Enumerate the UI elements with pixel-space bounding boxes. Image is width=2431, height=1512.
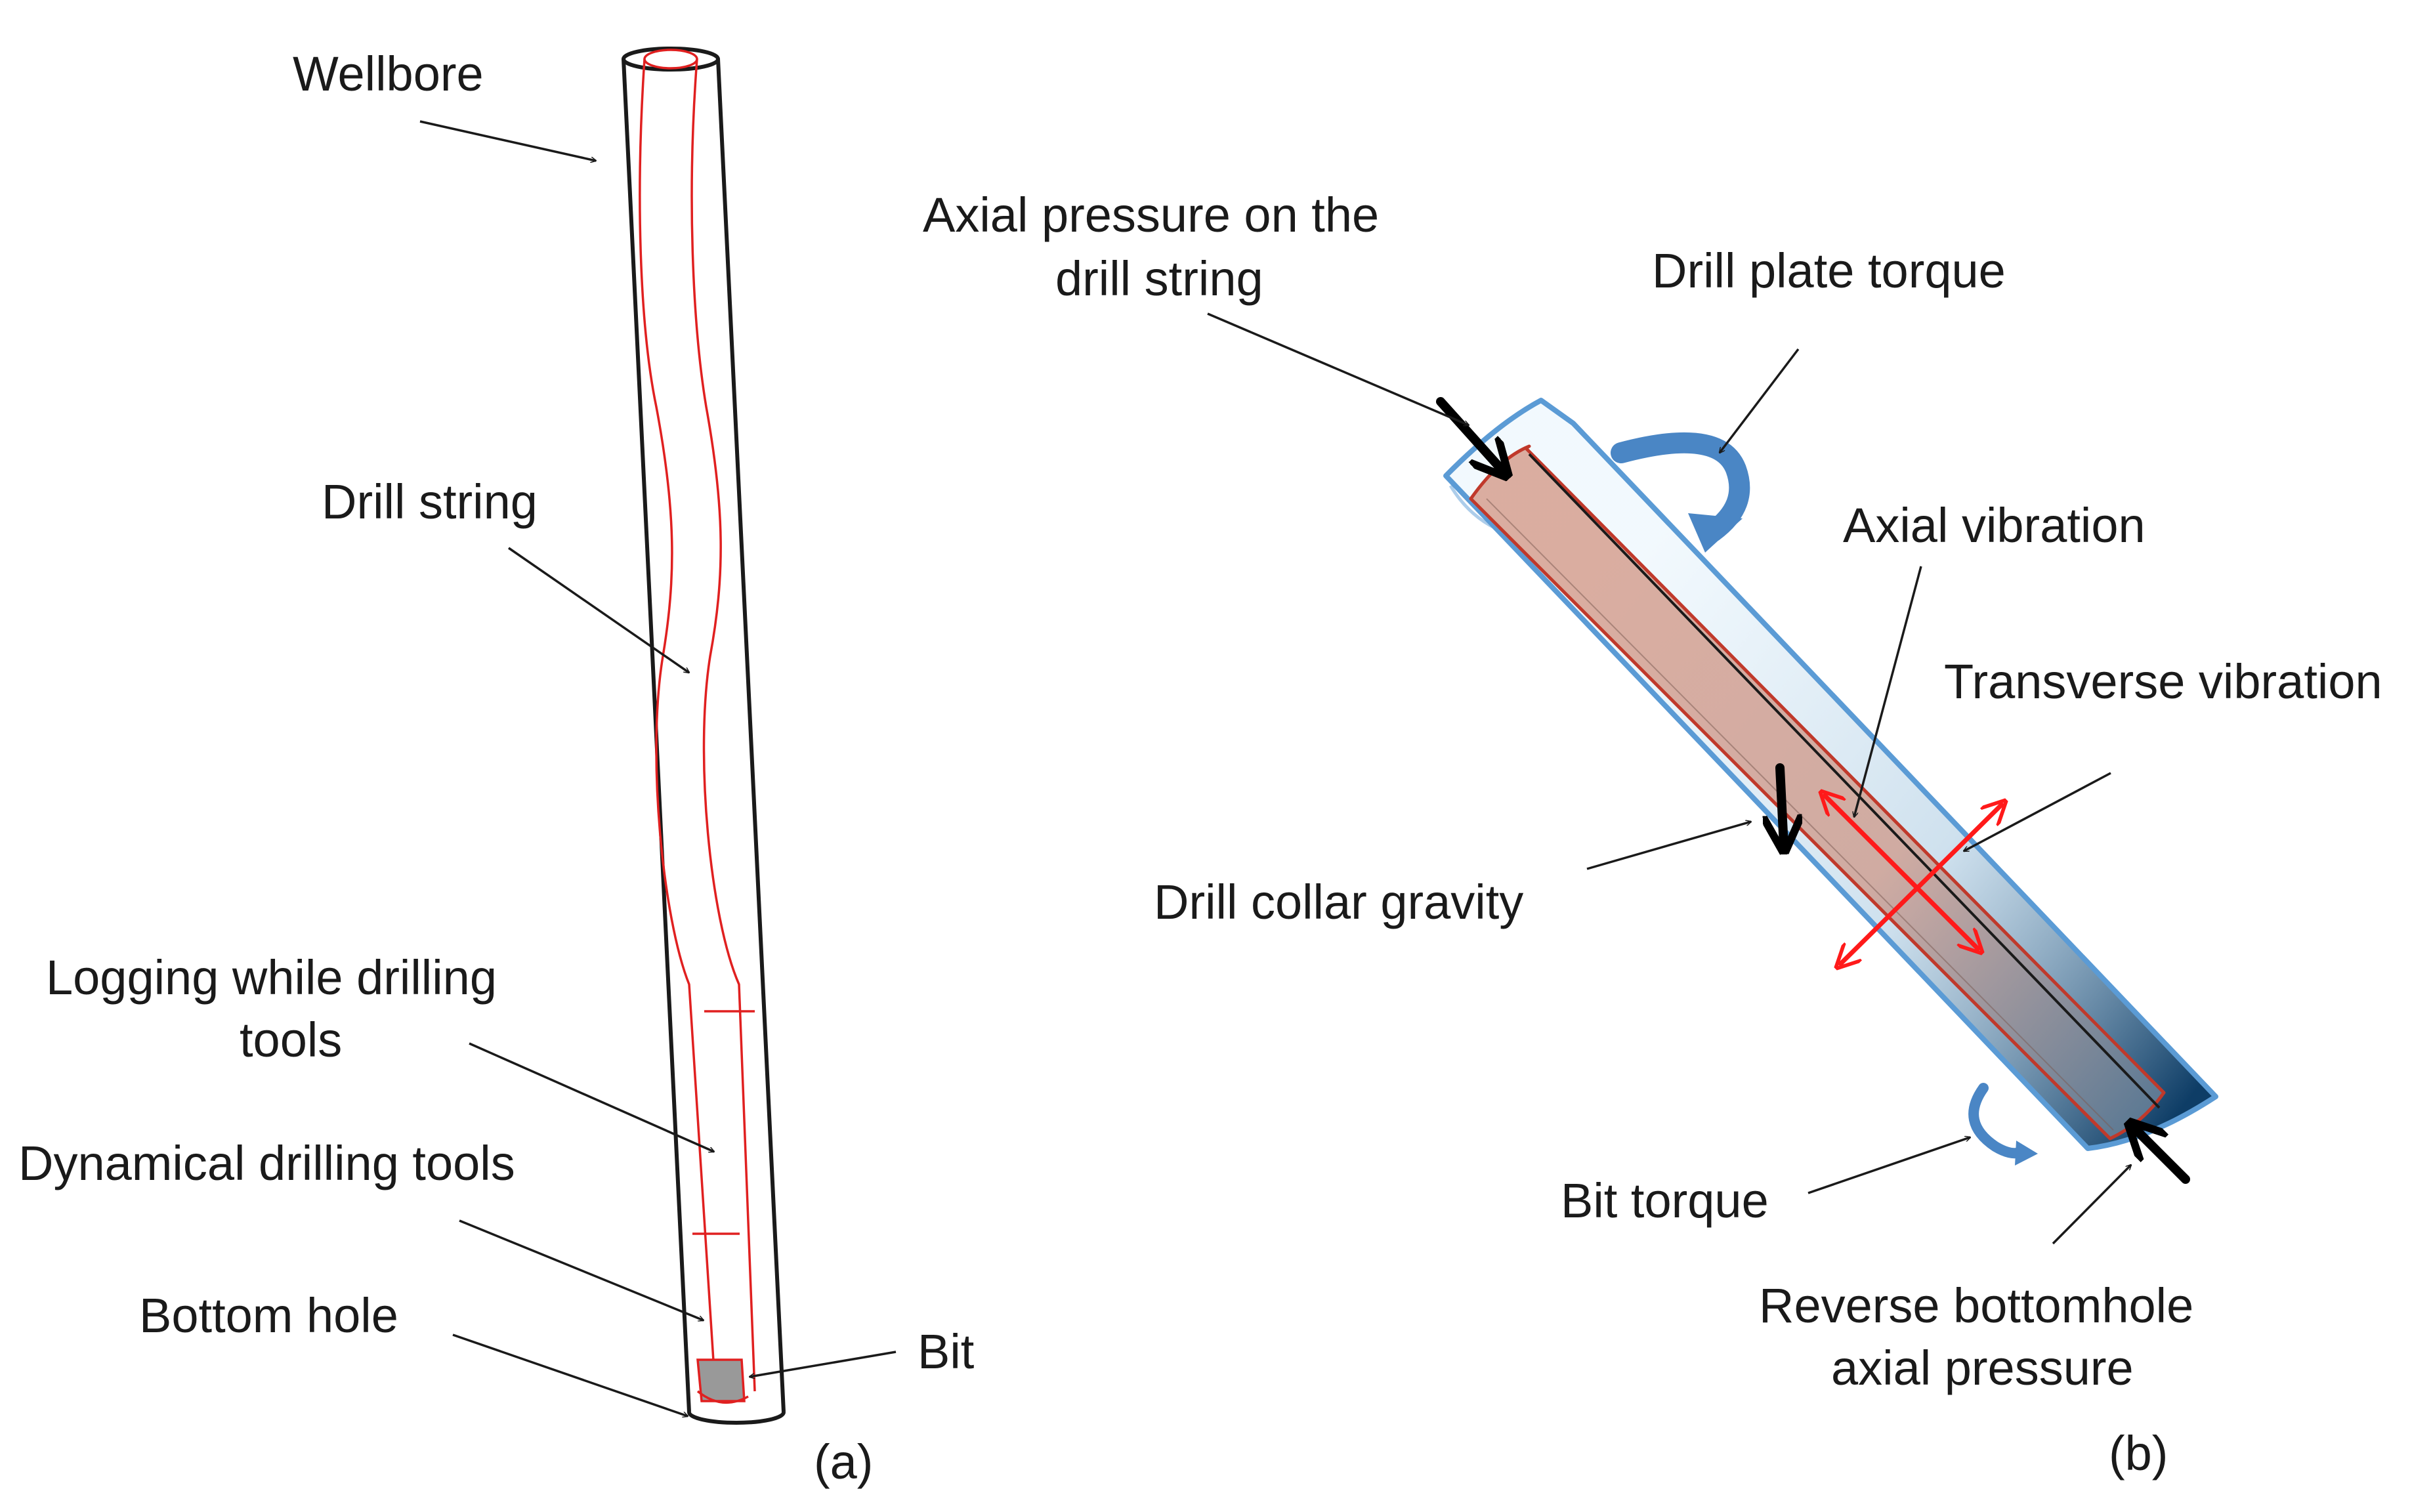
force-arrows [1436,397,2190,1184]
bit-torque-arrow [1968,1083,2038,1166]
panel-b: Axial pressure on the drill string Drill… [923,188,2382,1480]
panel-a-leaders [419,120,897,1416]
dynamical-tools-label: Dynamical drilling tools [18,1136,515,1190]
axial-pressure-label-line2: drill string [1055,251,1263,306]
bit-torque-label: Bit torque [1561,1173,1769,1228]
axial-vibration-label: Axial vibration [1843,498,2146,553]
drill-plate-torque-label: Drill plate torque [1652,243,2006,298]
panel-a: Wellbore Drill string Logging while dril… [18,47,975,1489]
bit-label: Bit [918,1324,975,1379]
panel-b-leaders [1207,312,2131,1245]
reverse-pressure-arrow [2132,1126,2190,1184]
axial-pressure-arrow [1436,397,1504,472]
gravity-arrow [1780,763,1784,847]
lwd-label-line1: Logging while drilling [46,950,497,1005]
drill-plate-torque-arrow [1611,432,1750,553]
transverse-vibration-arrow [1839,803,2003,965]
panel-a-caption: (a) [814,1435,873,1489]
reverse-pressure-label-line1: Reverse bottomhole [1759,1278,2193,1333]
drill-collar-gravity-label: Drill collar gravity [1154,875,1523,929]
axial-pressure-label-line1: Axial pressure on the [923,188,1379,242]
reverse-pressure-label-line2: axial pressure [1831,1341,2134,1395]
drill-string [639,49,756,1392]
vibration-arrows [1823,794,2003,965]
lwd-label-line2: tools [240,1013,342,1067]
bit [696,1358,749,1404]
wellbore-label: Wellbore [293,47,484,101]
panel-b-caption: (b) [2109,1426,2168,1480]
bottom-hole-label: Bottom hole [139,1288,398,1343]
transverse-vibration-label: Transverse vibration [1944,654,2382,709]
drill-string-label: Drill string [322,474,538,529]
